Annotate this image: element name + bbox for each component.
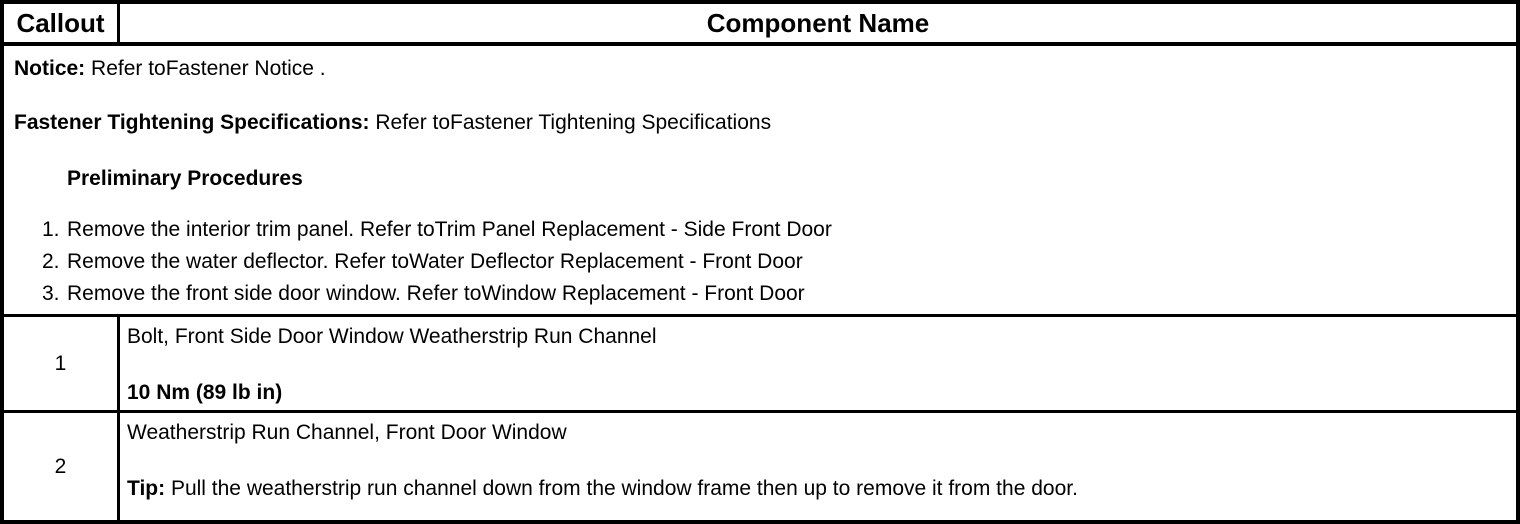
torque-spec-text: 10 Nm (89 lb in) bbox=[127, 381, 283, 404]
list-item: 1. Remove the interior trim panel. Refer… bbox=[42, 214, 1506, 246]
callout-cell: 1 bbox=[4, 317, 120, 410]
component-cell: Weatherstrip Run Channel, Front Door Win… bbox=[120, 413, 1516, 520]
procedures-list: 1. Remove the interior trim panel. Refer… bbox=[14, 214, 1506, 310]
callout-cell: 2 bbox=[4, 413, 120, 520]
list-item-text: Remove the interior trim panel. Refer to… bbox=[67, 218, 832, 241]
list-item-number: 2. bbox=[42, 250, 60, 273]
table-row: 2 Weatherstrip Run Channel, Front Door W… bbox=[4, 413, 1516, 520]
table-header-row: Callout Component Name bbox=[4, 4, 1516, 46]
callout-number: 1 bbox=[54, 352, 67, 375]
table-row: 1 Bolt, Front Side Door Window Weatherst… bbox=[4, 317, 1516, 413]
list-item-number: 3. bbox=[42, 282, 60, 305]
preliminary-procedures-heading: Preliminary Procedures bbox=[67, 167, 303, 190]
list-item-number: 1. bbox=[42, 218, 60, 241]
callout-header-label: Callout bbox=[16, 7, 105, 38]
tip-text: Pull the weatherstrip run channel down f… bbox=[165, 477, 1078, 500]
list-item: 3. Remove the front side door window. Re… bbox=[42, 278, 1506, 310]
list-item-text: Remove the water deflector. Refer toWate… bbox=[67, 250, 803, 273]
list-item-text: Remove the front side door window. Refer… bbox=[67, 282, 805, 305]
fastener-spec-text: Refer toFastener Tightening Specificatio… bbox=[369, 111, 772, 134]
notice-label: Notice: bbox=[14, 57, 86, 80]
component-name-header-cell: Component Name bbox=[120, 4, 1516, 42]
component-name-text: Weatherstrip Run Channel, Front Door Win… bbox=[127, 421, 567, 444]
fastener-spec-label: Fastener Tightening Specifications: bbox=[14, 111, 370, 134]
callout-header-cell: Callout bbox=[4, 4, 120, 42]
preliminary-info-section: Notice: Refer toFastener Notice . Fasten… bbox=[4, 46, 1516, 317]
notice-line: Notice: Refer toFastener Notice . bbox=[14, 57, 1506, 80]
component-name-text: Bolt, Front Side Door Window Weatherstri… bbox=[127, 325, 657, 348]
fastener-spec-line: Fastener Tightening Specifications: Refe… bbox=[14, 111, 1506, 134]
tip-line: Tip: Pull the weatherstrip run channel d… bbox=[127, 477, 1506, 500]
component-name-header-label: Component Name bbox=[706, 7, 930, 38]
callout-number: 2 bbox=[54, 455, 67, 478]
tip-label: Tip: bbox=[127, 477, 166, 500]
component-cell: Bolt, Front Side Door Window Weatherstri… bbox=[120, 317, 1516, 410]
list-item: 2. Remove the water deflector. Refer toW… bbox=[42, 246, 1506, 278]
notice-text: Refer toFastener Notice . bbox=[85, 57, 326, 80]
